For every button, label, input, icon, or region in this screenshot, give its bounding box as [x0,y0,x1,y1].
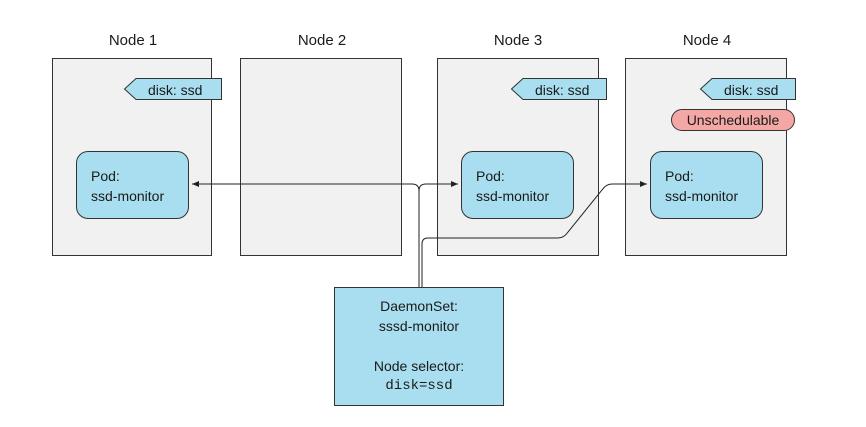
node-3-pod: Pod: ssd-monitor [461,151,574,219]
pod-label: Pod: [476,168,505,184]
node-selector-value: disk=ssd [385,378,453,394]
node-4-disk-label: disk: ssd [700,78,796,100]
node-selector-label: Node selector: [373,358,465,374]
arrow-to-node-1-pod [192,181,420,287]
label-text: disk: ssd [148,82,203,98]
daemonset-kind: DaemonSet: [380,298,458,314]
pod-label: Pod: [91,168,120,184]
unschedulable-badge: Unschedulable [671,109,795,131]
pod-name: ssd-monitor [91,188,165,204]
node-1-pod: Pod: ssd-monitor [76,151,189,219]
arrow-to-node-3-pod [418,181,458,192]
pod-name: ssd-monitor [665,188,739,204]
node-2-title: Node 2 [297,32,347,49]
label-tag-shape [511,78,607,100]
label-text: disk: ssd [535,82,590,98]
pod-label: Pod: [665,168,694,184]
node-4-pod: Pod: ssd-monitor [650,151,763,219]
node-3-title: Node 3 [493,32,543,49]
label-tag-shape [124,78,222,100]
node-1-disk-label: disk: ssd [124,78,222,100]
node-3-disk-label: disk: ssd [511,78,607,100]
node-4-title: Node 4 [682,32,732,49]
node-2-box [240,58,402,256]
arrow-to-node-4-pod [421,181,647,287]
pod-name: ssd-monitor [476,188,550,204]
label-text: disk: ssd [724,82,779,98]
daemonset-box: DaemonSet: sssd-monitor Node selector: d… [334,287,504,406]
node-1-title: Node 1 [108,32,158,49]
label-tag-shape [700,78,796,100]
daemonset-name: sssd-monitor [378,318,460,334]
